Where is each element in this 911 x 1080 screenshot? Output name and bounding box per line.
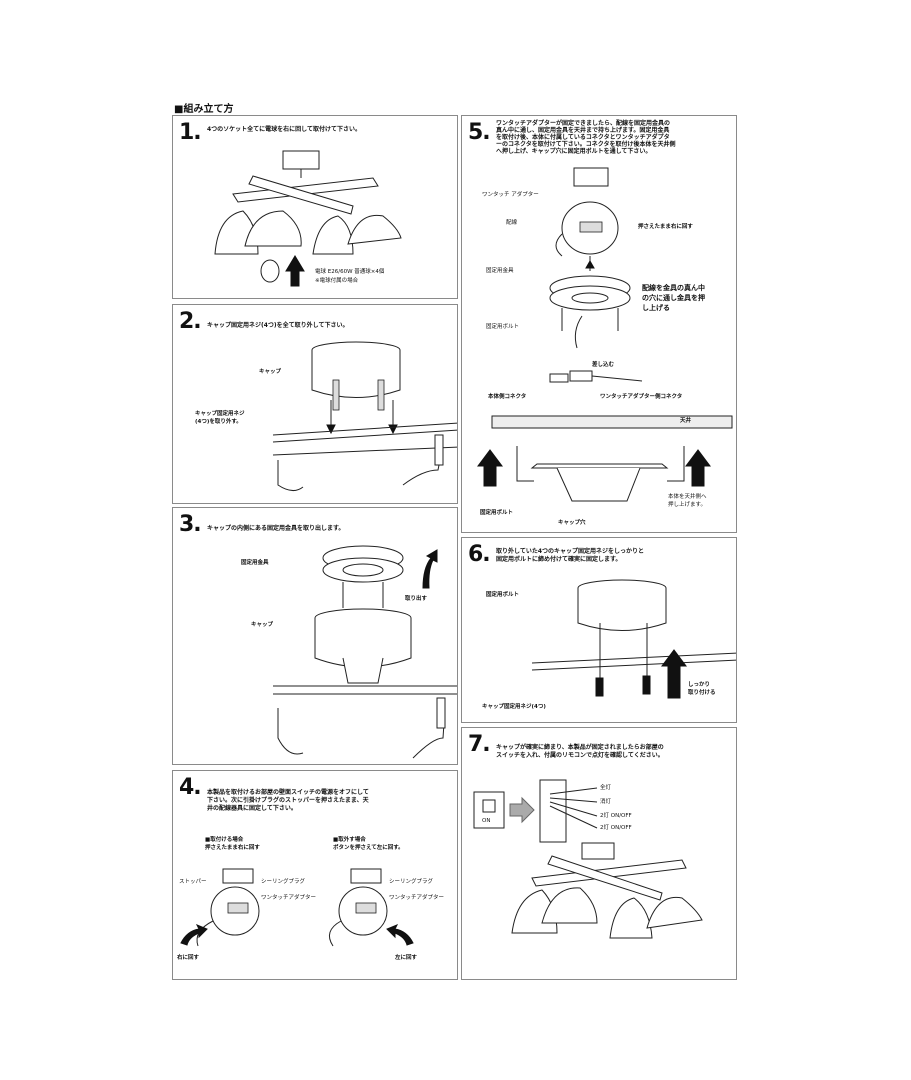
step-7-number: 7.	[468, 732, 491, 757]
step-5-instruction-line-5: へ押し上げ、キャップ穴に固定用ボルトを通して下さい。	[496, 148, 652, 155]
page-title: ■組み立て方	[174, 104, 234, 115]
step-1-illustration	[214, 150, 402, 287]
bracket-label: 固定用金具	[486, 268, 514, 274]
step-5-instruction-line-1: ワンタッチアダプターが固定できましたら、配線を固定用金具の	[496, 120, 671, 127]
pass-wire-line-3: し上げる	[642, 304, 670, 312]
step-1-panel: 1. 4つのソケット全てに電球を右に回して取付けて下さい。 電球 E26/60W…	[172, 115, 458, 299]
step-5-illustration	[477, 167, 733, 502]
step-5-instruction-line-4: ーのコネクタを取付けて下さい。コネクタを取付け後本体を天井側	[496, 141, 676, 148]
step-2-number: 2.	[179, 309, 202, 334]
step-2-instruction: キャップ固定用ネジ(4つ)を全て取り外して下さい。	[207, 322, 349, 329]
bulb-note-line-1: 電球 E26/60W 普通球×4個	[315, 269, 385, 275]
step-4-instruction-line-2: 下さい。次に引掛けプラグのストッパーを押さえたまま、天	[207, 797, 369, 804]
bolt-label-2: 固定用ボルト	[480, 510, 514, 516]
turn-left-label: 左に回す	[395, 955, 418, 961]
mode-off: 消灯	[600, 799, 612, 805]
screw-label-line-2: (4つ)を取り外す。	[195, 419, 242, 425]
step-3-number: 3.	[179, 512, 202, 537]
body-connector-label: 本体側コネクタ	[488, 394, 527, 400]
pass-wire-line-1: 配線を金具の真ん中	[642, 284, 705, 292]
push-up-line-2: 押し上げます。	[668, 502, 706, 508]
attach-title-line-1: ■取付ける場合	[205, 837, 244, 843]
on-label: ON	[482, 818, 491, 824]
bolt-label: 固定用ボルト	[486, 324, 520, 330]
step-4-panel: 4. 本製品を取付けるお部屋の壁面スイッチの電源をオフにして 下さい。次に引掛け…	[172, 770, 458, 980]
step-7-instruction-line-2: スイッチを入れ、付属のリモコンで点灯を確認してください。	[496, 752, 664, 759]
step-6-number: 6.	[468, 542, 491, 567]
screw-label: キャップ固定用ネジ(4つ)	[482, 704, 546, 710]
bolt-label: 固定用ボルト	[486, 592, 520, 598]
adapter-label: ワンタッチ アダプター	[482, 192, 539, 198]
mode-2-light-a: 2灯 ON/OFF	[600, 813, 632, 819]
cap-label: キャップ	[251, 622, 274, 628]
step-4-instruction-line-3: 井の配線器具に固定して下さい。	[207, 805, 297, 812]
mode-all-on: 全灯	[600, 785, 612, 791]
adapter-connector-label: ワンタッチアダプター側コネクタ	[600, 394, 683, 400]
step-3-panel: 3. キャップの内側にある固定用金具を取り出します。 固定用金具 取り出す キャ…	[172, 507, 458, 765]
cap-hole-label: キャップ穴	[558, 520, 586, 526]
step-5-panel: 5. ワンタッチアダプターが固定できましたら、配線を固定用金具の 真ん中に通し、…	[461, 115, 737, 533]
adapter-label-right: ワンタッチアダプター	[389, 895, 445, 901]
hold-turn-label: 押さえたまま右に回す	[638, 224, 693, 230]
attach-title-line-2: 押さえたまま右に回す	[205, 845, 260, 851]
detach-title-line-1: ■取外す場合	[333, 837, 366, 843]
step-7-illustration	[473, 779, 703, 939]
tighten-line-2: 取り付ける	[688, 690, 716, 696]
tighten-line-1: しっかり	[688, 682, 711, 688]
detach-title-line-2: ボタンを押さえて左に回す。	[333, 845, 404, 851]
step-4-number: 4.	[179, 775, 202, 800]
pass-wire-line-2: の穴に通し金具を押	[642, 294, 705, 302]
step-6-instruction-line-2: 固定用ボルトに締め付けて確実に固定します。	[496, 556, 622, 563]
screw-label-line-1: キャップ固定用ネジ	[195, 411, 245, 417]
bulb-note-line-2: ※電球付属の場合	[315, 278, 359, 284]
adapter-label-left: ワンタッチアダプター	[261, 895, 317, 901]
wiring-label: 配線	[506, 220, 518, 226]
ceiling-plug-label-right: シーリングプラグ	[389, 879, 434, 885]
cap-label: キャップ	[259, 369, 282, 375]
turn-right-label: 右に回す	[177, 955, 200, 961]
step-7-panel: 7. キャップが確実に締まり、本製品が固定されましたらお部屋の スイッチを入れ、…	[461, 727, 737, 980]
step-4-illustration	[180, 868, 414, 947]
step-6-panel: 6. 取り外していた4つのキャップ固定用ネジをしっかりと 固定用ボルトに締め付け…	[461, 537, 737, 723]
stopper-label-left: ストッパー	[179, 879, 207, 885]
step-5-instruction-line-2: 真ん中に通し、固定用金具を天井まで持ち上げます。固定用金具	[496, 127, 670, 134]
remove-label: 取り出す	[405, 596, 428, 602]
step-2-panel: 2. キャップ固定用ネジ(4つ)を全て取り外して下さい。 キャップ キャップ固定…	[172, 304, 458, 504]
step-3-instruction: キャップの内側にある固定用金具を取り出します。	[207, 525, 345, 532]
step-1-instruction: 4つのソケット全てに電球を右に回して取付けて下さい。	[207, 126, 361, 133]
ceiling-plug-label-left: シーリングプラグ	[261, 879, 306, 885]
step-5-number: 5.	[468, 120, 491, 145]
mode-2-light-b: 2灯 ON/OFF	[600, 825, 632, 831]
bracket-label: 固定用金具	[241, 560, 269, 566]
step-6-instruction-line-1: 取り外していた4つのキャップ固定用ネジをしっかりと	[496, 548, 644, 555]
ceiling-label: 天井	[680, 418, 692, 424]
insert-label: 差し込む	[592, 362, 615, 368]
step-4-instruction-line-1: 本製品を取付けるお部屋の壁面スイッチの電源をオフにして	[207, 789, 369, 796]
step-6-illustration	[531, 579, 736, 699]
step-5-instruction-line-3: を取付け後、本体に付属しているコネクタとワンタッチアダプタ	[496, 134, 670, 141]
step-3-illustration	[273, 545, 457, 759]
step-2-illustration	[272, 341, 457, 491]
push-up-line-1: 本体を天井側へ	[668, 494, 707, 500]
step-1-number: 1.	[179, 120, 202, 145]
step-7-instruction-line-1: キャップが確実に締まり、本製品が固定されましたらお部屋の	[496, 744, 664, 751]
